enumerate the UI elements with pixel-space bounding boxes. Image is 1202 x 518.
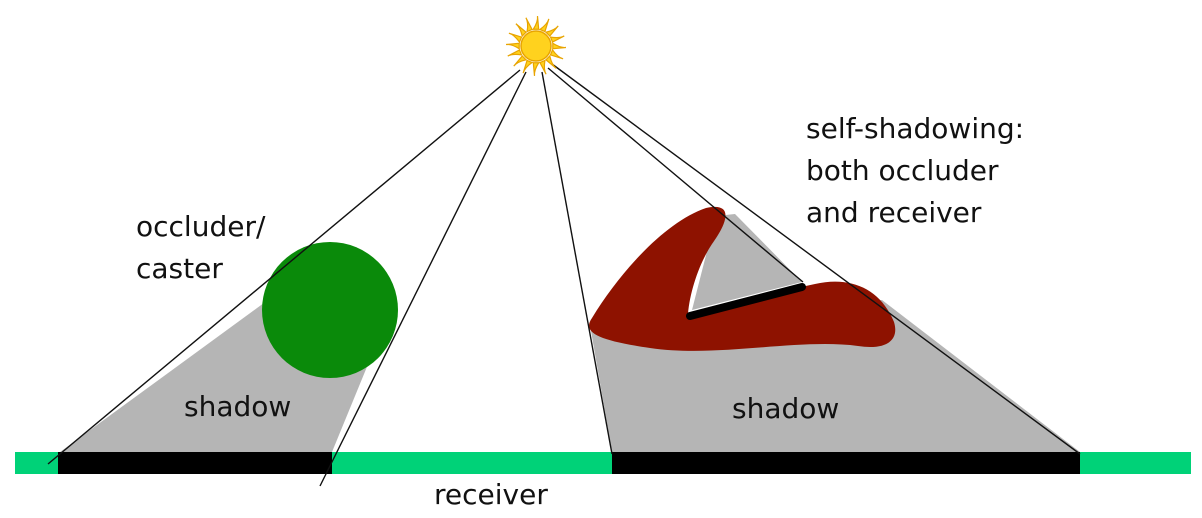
self-shadow-label-line3: and receiver (806, 196, 982, 229)
light-ray-right-mid (547, 67, 804, 283)
self-shadow-label-line2: both occluder (806, 154, 999, 187)
sun-ray (539, 59, 547, 75)
receiver-shadow-left (58, 452, 332, 474)
sun-ray (505, 42, 520, 50)
light-ray-left-outer (47, 69, 521, 465)
sun-ray (532, 15, 540, 30)
sun-ray (513, 55, 528, 67)
sun-core (520, 30, 552, 62)
sun-icon (505, 15, 567, 77)
sphere-occluder (262, 242, 398, 378)
receiver-shadow-right (612, 452, 1080, 474)
receiver-label: receiver (434, 478, 548, 511)
sun-ray (549, 48, 564, 60)
self-shadow-wedge (692, 214, 802, 310)
sun-ray (508, 32, 523, 44)
caster-label-line2: caster (136, 252, 223, 285)
light-ray-left-inner (319, 71, 527, 487)
sun-ray (552, 42, 567, 50)
sun-ray (532, 62, 540, 77)
light-ray-right-inner (541, 71, 613, 455)
sun-ray (515, 23, 527, 38)
caster-label-line1: occluder/ (136, 210, 266, 243)
sun-ray (549, 35, 565, 43)
self-shadow-line (686, 283, 806, 320)
shadow-label-left: shadow (184, 390, 292, 423)
self-shadow-label-line1: self-shadowing: (806, 112, 1025, 145)
shadow-label-right: shadow (732, 392, 840, 425)
sun-ray (544, 25, 559, 37)
sun-ray (522, 59, 534, 74)
sun-ray (538, 18, 550, 33)
sun-ray (545, 54, 557, 69)
sun-ray (525, 17, 533, 33)
self-shadowing-object (589, 206, 896, 351)
sun-ray (507, 49, 523, 57)
light-ray-right-outer (551, 63, 1081, 455)
